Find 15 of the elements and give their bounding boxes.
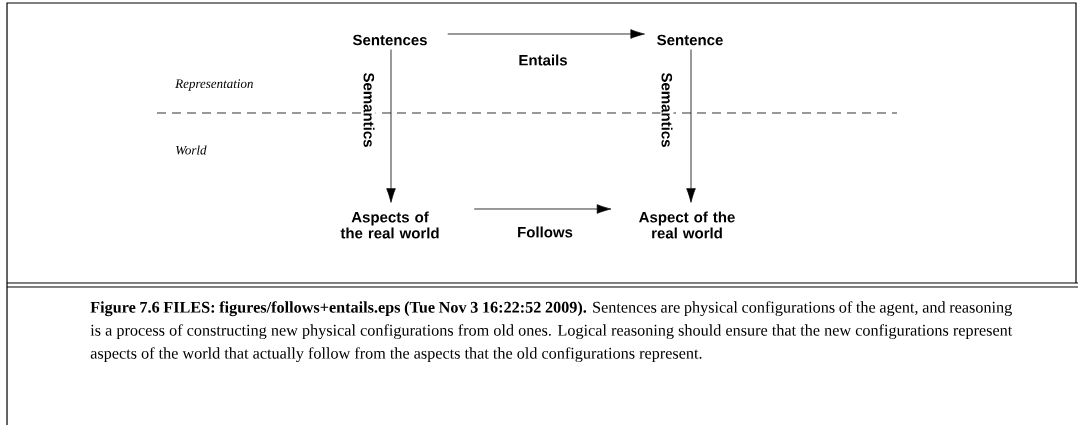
arrow: [386, 49, 396, 203]
edge-label: Semantics: [362, 71, 376, 149]
node-label: Sentence: [657, 34, 723, 46]
edge-label: Entails: [517, 53, 569, 67]
region-label: World: [176, 145, 207, 155]
arrow: [447, 29, 645, 39]
edge-label: Semantics: [660, 71, 674, 149]
node-label: Aspects of the real world: [340, 211, 439, 239]
arrow: [686, 49, 696, 203]
node-label: Sentences: [352, 34, 427, 46]
arrow: [473, 204, 612, 214]
node-label: Aspect of the real world: [639, 211, 735, 239]
caption: Figure 7.6 FILES: figures/follows+entails.eps (Tue Nov 3 16:22:52 2009). Sentences are physical configurations of the agent, and reasoning is a process of constructing new physical configurations from old ones. Logical reasoning should ensure that the new configurations represent aspects of the world that actually follow from the aspects that the old configurations represent.: [90, 301, 1013, 363]
edge-label: Follows: [516, 225, 574, 239]
region-label: Representation: [175, 79, 253, 91]
